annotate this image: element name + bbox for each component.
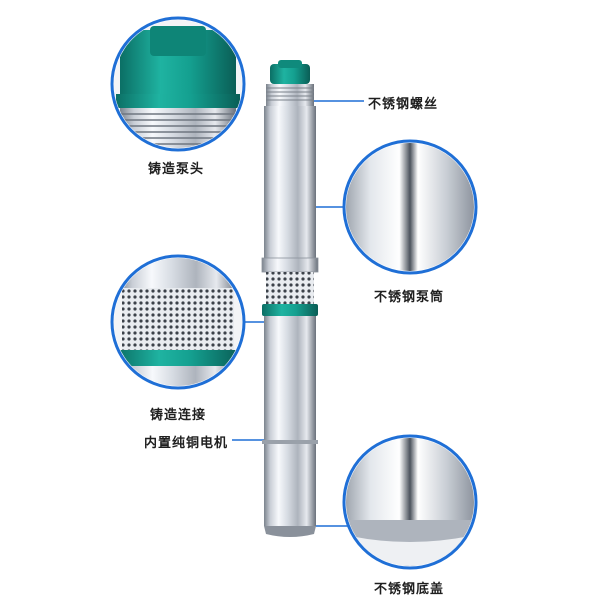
pump-cap-top xyxy=(278,60,302,68)
zoom-bottom-cap xyxy=(342,434,478,570)
label-cast-pump-head: 铸造泵头 xyxy=(148,162,205,177)
motor-body xyxy=(264,316,316,526)
connector-ring xyxy=(262,304,318,316)
thread-section xyxy=(266,84,314,106)
inlet-mesh xyxy=(266,272,314,304)
motor-seam xyxy=(262,440,318,444)
zoom-pump-head xyxy=(110,16,246,152)
pump-cap xyxy=(270,64,310,84)
zoom-connector xyxy=(110,254,246,390)
middle-ring xyxy=(261,257,319,273)
pump-barrel xyxy=(264,106,316,260)
zoom-pump-barrel xyxy=(342,139,478,275)
label-stainless-pump-barrel: 不锈钢泵筒 xyxy=(374,290,445,305)
label-cast-connector: 铸造连接 xyxy=(150,408,207,423)
bottom-cap xyxy=(264,526,316,537)
pump-body xyxy=(261,60,319,537)
label-stainless-screw: 不锈钢螺丝 xyxy=(368,97,439,112)
label-stainless-bottom-cap: 不锈钢底盖 xyxy=(374,582,445,597)
label-copper-motor: 内置纯铜电机 xyxy=(144,436,229,451)
